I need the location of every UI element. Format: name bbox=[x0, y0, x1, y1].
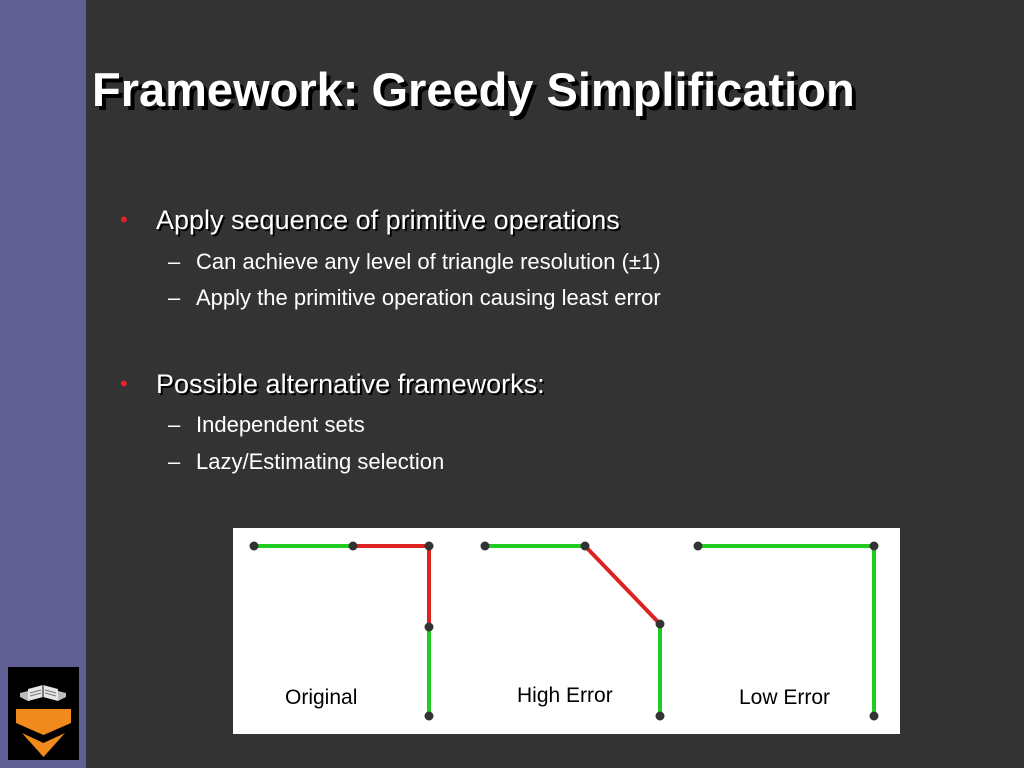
vertex bbox=[424, 622, 434, 632]
bullet-icon: • bbox=[120, 371, 128, 396]
dash-icon: – bbox=[168, 249, 181, 274]
vertex bbox=[869, 711, 879, 721]
simplification-diagram: Original High Error Low Error bbox=[233, 528, 900, 734]
dash-icon: – bbox=[168, 412, 181, 437]
vertex bbox=[580, 541, 590, 551]
vertex bbox=[424, 541, 434, 551]
high-error-label: High Error bbox=[517, 684, 613, 707]
sub-bullet-text: Lazy/Estimating selection bbox=[196, 449, 445, 474]
red-edge bbox=[583, 544, 662, 626]
vertex bbox=[655, 711, 665, 721]
bullet-icon: • bbox=[120, 207, 128, 232]
vertex bbox=[869, 541, 879, 551]
dash-icon: – bbox=[168, 285, 181, 310]
sub-bullet-text: Apply the primitive operation causing le… bbox=[196, 285, 661, 310]
princeton-shield-icon bbox=[8, 667, 79, 760]
original-label: Original bbox=[285, 686, 358, 709]
high-error-polyline bbox=[480, 541, 665, 721]
slide-title: Framework: Greedy Simplification bbox=[92, 63, 855, 116]
low-error-label: Low Error bbox=[739, 686, 831, 709]
sub-bullet-text: Can achieve any level of triangle resolu… bbox=[196, 249, 661, 274]
original-polyline bbox=[249, 541, 434, 721]
vertex bbox=[693, 541, 703, 551]
dash-icon: – bbox=[168, 449, 181, 474]
side-bar bbox=[0, 0, 86, 768]
vertex bbox=[348, 541, 358, 551]
vertex bbox=[480, 541, 490, 551]
low-error-polyline bbox=[693, 541, 879, 721]
bullet-text: Possible alternative frameworks: bbox=[156, 369, 545, 399]
vertex bbox=[655, 619, 665, 629]
sub-bullet-text: Independent sets bbox=[196, 412, 365, 437]
vertex bbox=[249, 541, 259, 551]
bullet-text: Apply sequence of primitive operations bbox=[156, 205, 620, 235]
vertex bbox=[424, 711, 434, 721]
